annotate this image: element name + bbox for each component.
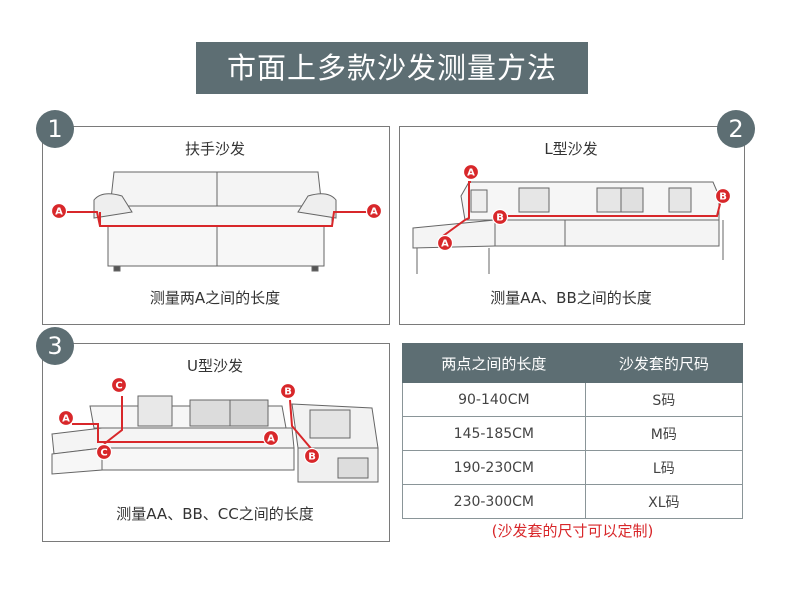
table-row: 145-185CM M码 — [402, 416, 744, 451]
svg-text:C: C — [100, 448, 107, 459]
table-row: 190-230CM L码 — [402, 450, 744, 485]
custom-size-note: (沙发套的尺寸可以定制) — [491, 522, 654, 540]
svg-text:A: A — [441, 239, 449, 250]
page-banner-title: 市面上多款沙发测量方法 — [196, 42, 588, 94]
marker-b-bottom: B — [303, 447, 321, 465]
size-cell: L码 — [584, 450, 744, 485]
length-cell: 230-300CM — [402, 484, 586, 519]
marker-a-left: A — [57, 409, 75, 427]
size-cell: M码 — [584, 416, 744, 451]
length-cell: 90-140CM — [402, 382, 586, 417]
panel-title: 扶手沙发 — [184, 140, 245, 158]
marker-a-right: A — [365, 202, 383, 220]
marker-a-right: A — [262, 429, 280, 447]
length-cell: 190-230CM — [402, 450, 586, 485]
table-row: 230-300CM XL码 — [402, 484, 744, 519]
panel-caption: 测量AA、BB之间的长度 — [490, 289, 652, 307]
panel-title: L型沙发 — [544, 140, 598, 158]
panel-number-badge: 1 — [36, 110, 74, 148]
svg-text:C: C — [115, 381, 122, 392]
table-header-row: 两点之间的长度 沙发套的尺码 — [402, 343, 744, 383]
panel-caption: 测量两A之间的长度 — [149, 289, 281, 307]
marker-a-bottom: A — [436, 234, 454, 252]
svg-text:B: B — [284, 387, 292, 398]
column-header-size: 沙发套的尺码 — [584, 343, 744, 383]
svg-text:A: A — [55, 207, 63, 218]
marker-c-bottom: C — [95, 443, 113, 461]
panel-title: U型沙发 — [187, 357, 243, 375]
l-shaped-sofa-illustration — [412, 181, 724, 274]
svg-text:B: B — [496, 213, 504, 224]
panel-caption: 测量AA、BB、CC之间的长度 — [116, 505, 314, 523]
armrest-sofa-illustration — [62, 171, 372, 272]
marker-b-right: B — [714, 187, 732, 205]
svg-text:A: A — [467, 168, 475, 179]
table-row: 90-140CM S码 — [402, 382, 744, 417]
marker-a-left: A — [50, 202, 68, 220]
length-cell: 145-185CM — [402, 416, 586, 451]
panel-number-badge: 2 — [717, 110, 755, 148]
marker-b-top: B — [279, 382, 297, 400]
size-chart-table: 两点之间的长度 沙发套的尺码 90-140CM S码 145-185CM M码 … — [402, 343, 744, 519]
size-cell: S码 — [584, 382, 744, 417]
svg-text:A: A — [267, 434, 275, 445]
svg-text:B: B — [719, 192, 727, 203]
marker-c-top: C — [110, 376, 128, 394]
svg-text:A: A — [62, 414, 70, 425]
marker-b-left: B — [491, 208, 509, 226]
panel-number-badge: 3 — [36, 327, 74, 365]
u-shaped-sofa-illustration — [51, 395, 379, 483]
column-header-length: 两点之间的长度 — [402, 343, 586, 383]
size-cell: XL码 — [584, 484, 744, 519]
svg-text:B: B — [308, 452, 316, 463]
marker-a-top: A — [462, 163, 480, 181]
svg-text:A: A — [370, 207, 378, 218]
